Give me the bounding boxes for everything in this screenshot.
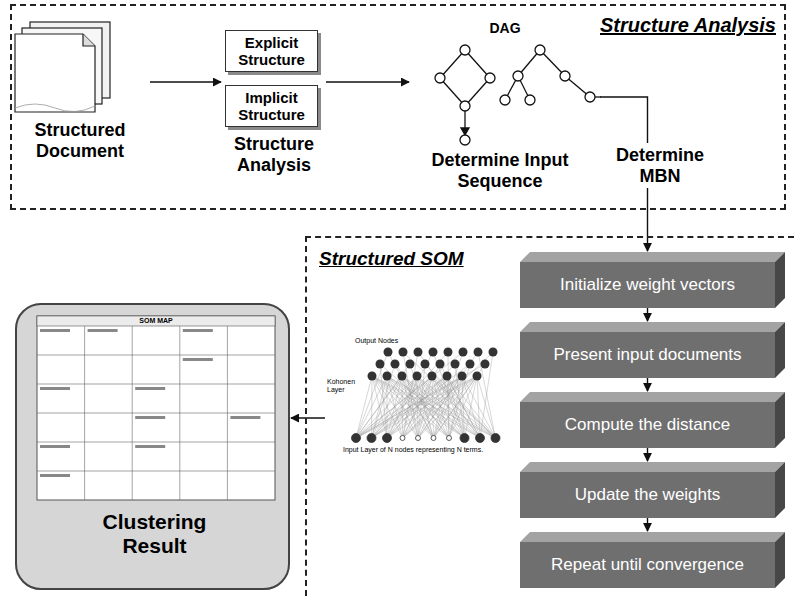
- arrow-connector: [647, 518, 648, 531]
- screenshot-title: SOM MAP: [130, 317, 182, 325]
- process-step-box: Present input documents: [520, 332, 775, 378]
- process-step-box: Compute the distance: [520, 402, 775, 448]
- arrow-connector: [647, 448, 648, 461]
- som-map-screenshot: [37, 316, 275, 500]
- document-node: Structured Document: [10, 20, 150, 180]
- box-text: Initialize weight vectors: [528, 275, 768, 295]
- dag-node: DAG Determine Input Sequence: [410, 18, 600, 196]
- box-text: Present input documents: [528, 345, 768, 365]
- result-box: Clustering Result: [15, 303, 290, 590]
- dashed-region: Structured SOMOutput NodesKohonen LayerI…: [305, 236, 794, 596]
- figure-label: Input Layer of N nodes representing N te…: [343, 446, 505, 454]
- result-panel: [15, 303, 290, 590]
- step-box-sides: [520, 252, 785, 588]
- box-text: Compute the distance: [528, 415, 768, 435]
- box-label: Clustering Result: [77, 510, 232, 558]
- group-label: Structure Analysis: [222, 134, 326, 175]
- box-text: Implicit Structure: [228, 89, 316, 124]
- arrow-connector: [291, 417, 325, 418]
- arrow-connector: [150, 81, 221, 82]
- process-step-box: Update the weights: [520, 472, 775, 518]
- box-text: Update the weights: [528, 485, 768, 505]
- step-group: Structure Analysis Explicit StructureImpl…: [222, 28, 326, 180]
- arrow-connector: [647, 308, 648, 321]
- process-step-box: Initialize weight vectors: [520, 262, 775, 308]
- arrow-connector: [647, 378, 648, 391]
- dag-figure: [435, 45, 601, 145]
- arrow-connector: [326, 81, 409, 82]
- region-title: Structured SOM: [319, 248, 464, 270]
- node-label: Determine Input Sequence: [410, 150, 590, 191]
- edge-label: Determine MBN: [604, 143, 716, 188]
- process-box: Explicit Structure: [225, 30, 318, 72]
- figure-label: Output Nodes: [355, 337, 398, 345]
- region-title: Structure Analysis: [600, 14, 776, 37]
- som-network-figure: [352, 348, 501, 443]
- node-label: Structured Document: [10, 120, 150, 161]
- document-stack-icon: [15, 22, 110, 112]
- figure-title: DAG: [485, 20, 525, 36]
- network-node: Output NodesKohonen LayerInput Layer of …: [325, 335, 505, 460]
- process-step-box: Repeat until convergence: [520, 542, 775, 588]
- box-text: Repeat until convergence: [528, 555, 768, 575]
- process-box: Implicit Structure: [225, 85, 318, 127]
- figure-label: Kohonen Layer: [327, 378, 359, 394]
- box-text: Explicit Structure: [228, 34, 316, 69]
